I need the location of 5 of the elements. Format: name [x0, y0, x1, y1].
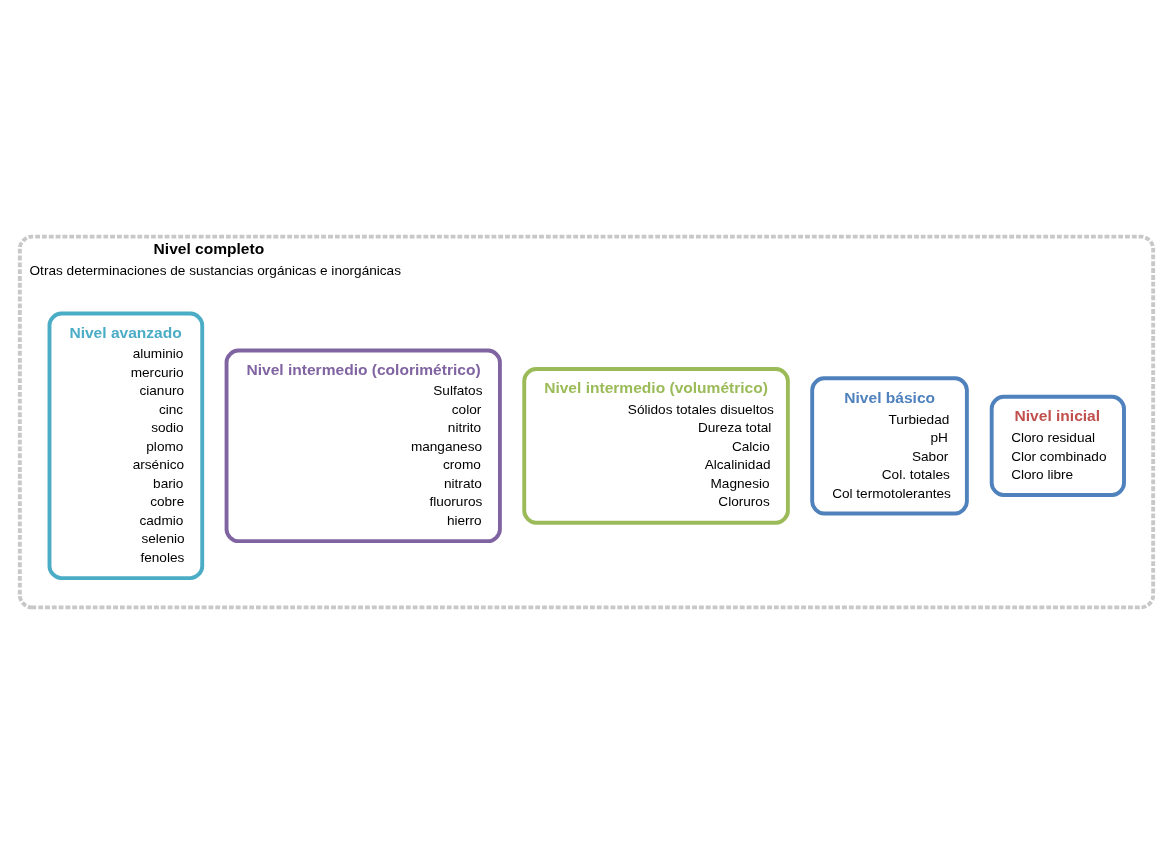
node-box: Nivel básico Turbiedad pH Sabor Col. totales Col termotolerantes — [810, 376, 969, 516]
node-box: Nivel intermedio (volumétrico) Sólidos totales disueltos Dureza total Calcio Alcalinidad Magnesio Cloruros — [522, 367, 790, 525]
node-box: Nivel avanzado aluminio mercurio cianuro cinc sodio plomo arsénico bario cobre cadmio selenio fenoles — [47, 311, 205, 581]
node-box: Nivel intermedio (colorimétrico) Sulfatos color nitrito manganeso cromo nitrato fluoruros hierro — [224, 348, 502, 544]
node-box: Nivel inicial Cloro residual Clor combinado Cloro libre — [989, 394, 1126, 497]
